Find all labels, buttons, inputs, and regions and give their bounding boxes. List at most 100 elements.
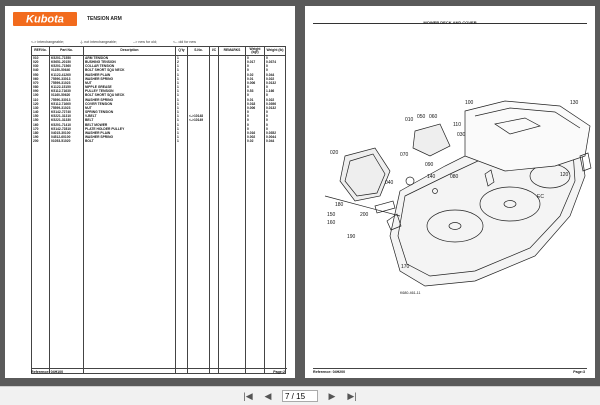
callout-label: 170 bbox=[401, 264, 410, 270]
legend-item: <-> interchangeable; bbox=[31, 40, 64, 44]
right-page: MOWER DECK AND COVER bbox=[305, 6, 595, 378]
callout-label: 070 bbox=[400, 152, 409, 158]
callout-label: 030 bbox=[457, 132, 466, 138]
callout-label: 190 bbox=[347, 234, 356, 240]
chevron-left-icon: ◀ bbox=[264, 390, 272, 401]
mower-deck-drawing bbox=[324, 100, 592, 287]
exploded-diagram: 010 020 030 040 050 060 070 080 090 100 … bbox=[324, 100, 592, 295]
interchange-legend: <-> interchangeable; -|- not interchange… bbox=[31, 40, 196, 44]
table-cell: 0.022 bbox=[264, 76, 286, 81]
legend-item: --> new for old; bbox=[132, 40, 157, 44]
column-header: Q'ty bbox=[175, 46, 188, 56]
footer-rule bbox=[313, 368, 587, 369]
first-page-button[interactable]: |◀ bbox=[242, 390, 254, 402]
table-cell: 1.166 bbox=[264, 89, 286, 94]
callout-label: 040 bbox=[385, 180, 394, 186]
callout-label: 080 bbox=[450, 174, 459, 180]
brand-name: Kubota bbox=[26, 14, 64, 26]
callout-label: 010 bbox=[405, 117, 414, 123]
column-header: Description bbox=[83, 46, 176, 56]
legend-item: <-- old for new bbox=[172, 40, 197, 44]
skip-forward-icon: ▶| bbox=[347, 390, 357, 401]
callout-label: 120 bbox=[560, 172, 569, 178]
skip-back-icon: |◀ bbox=[243, 390, 253, 401]
table-cell: 0 bbox=[264, 118, 286, 123]
document-viewer: Kubota TENSION ARM <-> interchangeable; … bbox=[5, 6, 595, 378]
table-blank-area bbox=[31, 143, 286, 374]
page-number-input[interactable] bbox=[282, 390, 318, 402]
callout-label: 100 bbox=[465, 100, 474, 106]
table-cell: 0.044 bbox=[264, 72, 286, 77]
callout-label: 110 bbox=[453, 122, 461, 128]
column-header: REF.No. bbox=[31, 46, 50, 56]
callout-label: 200 bbox=[360, 212, 369, 218]
callout-label: 180 bbox=[335, 202, 344, 208]
page-indicator bbox=[282, 390, 318, 402]
table-cell: 0.0374 bbox=[264, 60, 286, 65]
table-cell: 0 bbox=[264, 110, 286, 115]
table-cell: 0.0132 bbox=[264, 105, 286, 111]
reference-label: Reference: 04H200 bbox=[313, 370, 346, 374]
callout-label: 050 bbox=[417, 114, 426, 120]
table-cell: 0 bbox=[264, 122, 286, 127]
last-page-button[interactable]: ▶| bbox=[346, 390, 358, 402]
table-cell: 0 bbox=[264, 114, 286, 119]
callout-label: 160 bbox=[327, 220, 336, 226]
table-cell: 0 bbox=[264, 64, 286, 69]
page-title: MOWER DECK AND COVER bbox=[423, 20, 477, 25]
table-cell: 0.0352 bbox=[264, 130, 286, 135]
table-cell bbox=[218, 143, 246, 374]
table-cell bbox=[49, 143, 84, 374]
callout-label: 090 bbox=[425, 162, 434, 168]
table-cell bbox=[209, 143, 219, 374]
table-cell: 0 bbox=[264, 85, 286, 90]
next-page-button[interactable]: ▶ bbox=[326, 390, 338, 402]
page-heading: TENSION ARM bbox=[87, 16, 122, 22]
table-cell: 0.022 bbox=[264, 97, 286, 102]
callout-label: EC bbox=[537, 194, 544, 200]
footer-rule bbox=[31, 368, 287, 369]
diagram-callouts: 010 020 030 040 050 060 070 080 090 100 … bbox=[327, 100, 579, 295]
table-cell bbox=[83, 143, 176, 374]
title-rule bbox=[313, 18, 587, 24]
column-header: Part No. bbox=[49, 46, 84, 56]
table-cell bbox=[175, 143, 188, 374]
table-cell: 0 bbox=[264, 126, 286, 131]
previous-page-button[interactable]: ◀ bbox=[262, 390, 274, 402]
callout-label: 020 bbox=[330, 150, 339, 156]
viewer-toolbar: |◀ ◀ ▶ ▶| bbox=[0, 386, 600, 405]
table-cell bbox=[31, 143, 50, 374]
chevron-right-icon: ▶ bbox=[328, 390, 336, 401]
table-cell: 0 bbox=[264, 68, 286, 73]
page-number: Page:3 bbox=[573, 370, 585, 374]
table-cell: 0 bbox=[264, 93, 286, 98]
callout-label: 060 bbox=[429, 114, 438, 120]
kubota-logo: Kubota bbox=[13, 12, 77, 26]
reference-label: Reference: 04H100 bbox=[31, 370, 64, 374]
table-cell: 0.0396 bbox=[264, 101, 286, 106]
page-number: Page:2 bbox=[273, 370, 285, 374]
table-cell: 0.0044 bbox=[264, 134, 286, 140]
column-header: REMARKS bbox=[218, 46, 246, 56]
column-header: Weight (lb) bbox=[264, 46, 286, 56]
callout-label: 150 bbox=[327, 212, 336, 218]
column-header: Weight (kgf) bbox=[245, 46, 265, 56]
table-cell: 0.0132 bbox=[264, 80, 286, 86]
